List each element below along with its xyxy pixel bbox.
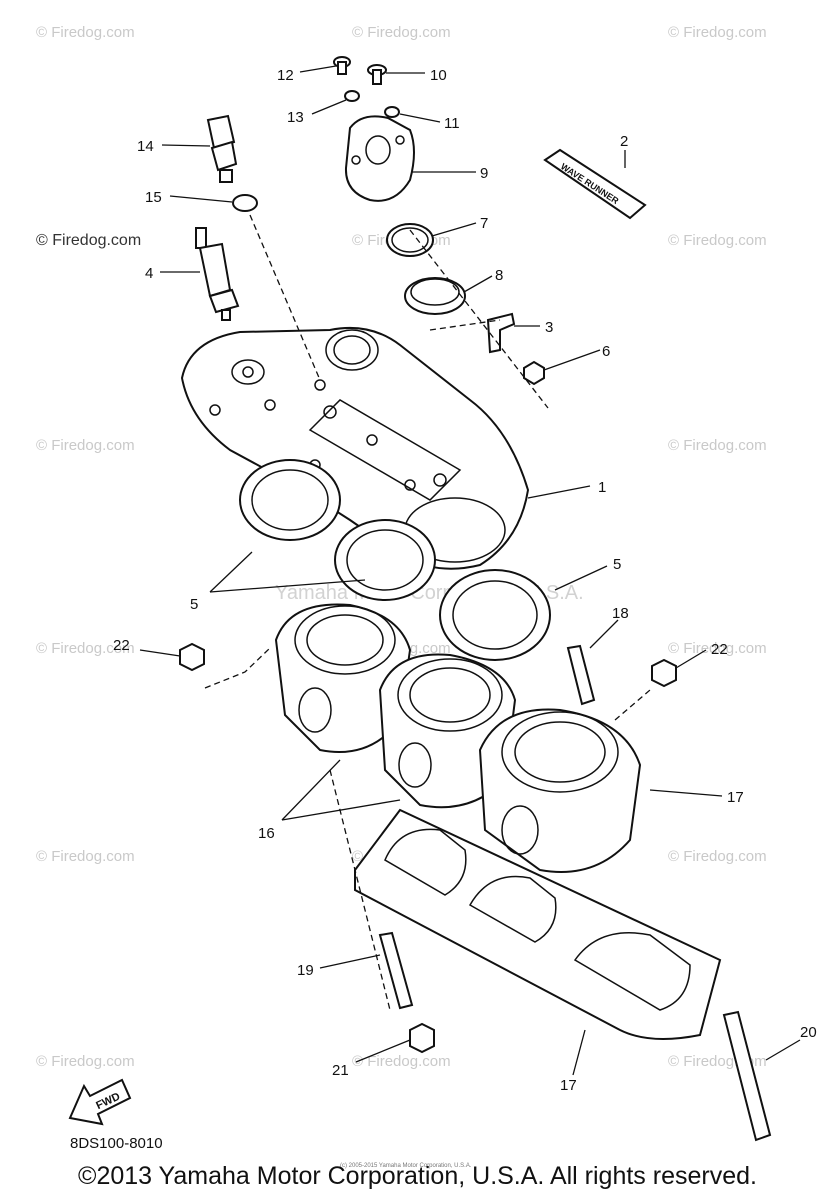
nut-22-left[interactable] <box>179 642 205 672</box>
callout-9: 9 <box>480 165 488 182</box>
callout-17-top: 17 <box>727 789 744 806</box>
spark-plug-4[interactable] <box>195 227 240 321</box>
watermark: © Firedog.com <box>352 1053 451 1070</box>
watermark: © Firedog.com <box>36 232 142 249</box>
fitting-3[interactable] <box>486 312 516 354</box>
washer-15[interactable] <box>232 194 258 212</box>
callout-15: 15 <box>145 189 162 206</box>
washer-13[interactable] <box>344 90 360 102</box>
thermostat-cover-9[interactable] <box>344 115 415 202</box>
decal-2[interactable]: WAVE RUNNER <box>543 148 647 220</box>
nut-6[interactable] <box>523 360 545 386</box>
callout-10: 10 <box>430 67 447 84</box>
watermark: © Firedog.com <box>36 848 135 865</box>
watermark: © Firedog.com <box>36 1053 135 1070</box>
callout-22-left: 22 <box>113 637 130 654</box>
fwd-arrow-icon: FWD <box>68 1078 132 1126</box>
bolt-10[interactable] <box>367 64 387 85</box>
watermark: © Firedog.com <box>668 232 767 249</box>
washer-11[interactable] <box>384 106 400 118</box>
callout-13: 13 <box>287 109 304 126</box>
diagram-code: 8DS100-8010 <box>70 1135 163 1152</box>
nut-22-right[interactable] <box>651 658 677 688</box>
bolt-12[interactable] <box>333 56 351 75</box>
watermark: © Firedog.com <box>36 437 135 454</box>
stud-18[interactable] <box>566 644 596 706</box>
callouts: 12 10 13 11 14 9 2 15 7 4 8 3 6 1 5 5 18… <box>113 67 817 1094</box>
callout-12: 12 <box>277 67 294 84</box>
thermostat-8[interactable] <box>404 277 466 315</box>
callout-14: 14 <box>137 138 154 155</box>
stud-20[interactable] <box>722 1010 772 1142</box>
callout-8: 8 <box>495 267 503 284</box>
copyright-notice: ©2013 Yamaha Motor Corporation, U.S.A. A… <box>78 1162 757 1190</box>
cylinder-16a[interactable] <box>274 603 412 753</box>
callout-4: 4 <box>145 265 153 282</box>
callout-11: 11 <box>444 115 460 132</box>
callout-5-left: 5 <box>190 596 198 613</box>
cylinder-17[interactable] <box>478 708 642 873</box>
callout-2: 2 <box>620 133 628 150</box>
watermark: © Firedog.com <box>352 24 451 41</box>
callout-18: 18 <box>612 605 629 622</box>
watermark: © Firedog.com <box>36 24 135 41</box>
callout-6: 6 <box>602 343 610 360</box>
watermark: © Firedog.com <box>668 848 767 865</box>
callout-22-right: 22 <box>711 641 728 658</box>
callout-20: 20 <box>800 1024 817 1041</box>
callout-5-right: 5 <box>613 556 621 573</box>
head-gasket-5[interactable] <box>239 459 551 661</box>
callout-21: 21 <box>332 1062 349 1079</box>
watermark: © Firedog.com <box>668 640 767 657</box>
stud-19[interactable] <box>378 931 414 1010</box>
fine-print: (c) 2005-2015 Yamaha Motor Corporation, … <box>340 1163 472 1169</box>
temperature-sensor-14[interactable] <box>206 114 238 183</box>
o-ring-7[interactable] <box>386 223 434 257</box>
callout-3: 3 <box>545 319 553 336</box>
callout-1: 1 <box>598 479 606 496</box>
callout-19: 19 <box>297 962 314 979</box>
watermark: © Firedog.com <box>36 640 135 657</box>
watermark: © Firedog.com <box>668 24 767 41</box>
callout-16: 16 <box>258 825 275 842</box>
leader-lines <box>139 65 801 1076</box>
callout-7: 7 <box>480 215 488 232</box>
callout-17-bottom: 17 <box>560 1077 577 1094</box>
watermark: © Firedog.com <box>668 437 767 454</box>
nut-21[interactable] <box>409 1022 435 1054</box>
base-gasket-17[interactable] <box>354 808 722 1040</box>
